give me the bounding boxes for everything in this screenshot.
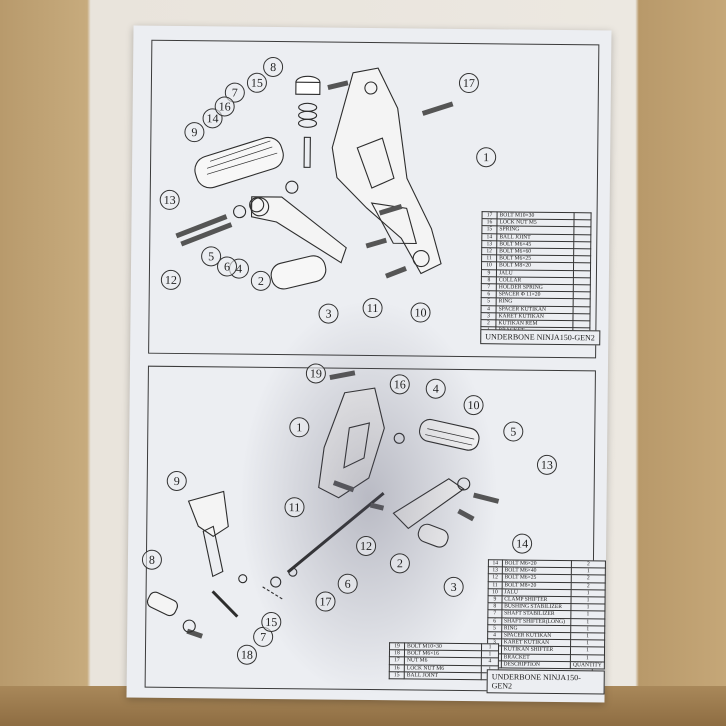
callout-s2-5: 5	[503, 421, 524, 442]
callout-s2-15: 15	[261, 611, 282, 633]
callout-16: 16	[214, 96, 235, 117]
callout-s2-1: 1	[289, 417, 310, 438]
callout-s2-9: 9	[166, 470, 187, 492]
callout-s2-16: 16	[389, 374, 410, 395]
bom-cell-desc: SHAFT SHIFTER(LONG)	[501, 617, 571, 626]
callout-s2-19: 19	[305, 363, 327, 384]
bom-cell-desc: SPACER KUTIKAN	[496, 305, 574, 314]
bom-cell-desc: SHAFT STABILIZER	[501, 610, 572, 619]
callout-8: 8	[263, 56, 284, 78]
callout-s2-4: 4	[425, 378, 446, 399]
callout-6: 6	[216, 256, 238, 277]
bom-cell-desc: SPACER Φ 11×20	[496, 291, 574, 300]
callout-s2-11: 11	[284, 497, 305, 518]
callout-s2-2: 2	[389, 553, 411, 574]
callout-s2-8: 8	[141, 549, 163, 570]
bom-cell-desc: KARET KUTIKAN	[495, 312, 574, 321]
bom-cell-desc: SPACER KUTIKAN	[501, 631, 571, 640]
callout-15: 15	[246, 72, 268, 93]
callout-s2-10: 10	[463, 394, 484, 416]
callout-s2-6: 6	[337, 573, 358, 594]
assembly-sheet: 1 2 3 4 5 6 7 8 9 10 11 12 13 14 15 16 1…	[126, 25, 612, 703]
bom-cell-no: 15	[389, 671, 405, 679]
bom-cell-desc: LOCK NUT M6	[404, 664, 482, 673]
bom-cell-desc: BUSHING STABILIZER	[501, 603, 572, 612]
callout-s2-18: 18	[236, 644, 258, 665]
bom-cell-desc: KARET KUTIKAN	[501, 639, 571, 648]
callout-1: 1	[476, 147, 497, 168]
callout-s2-14: 14	[512, 533, 533, 554]
title-block-bottom: UNDERBONE NINJA150-GEN2	[486, 669, 605, 695]
callout-s2-3: 3	[443, 576, 464, 598]
bom-row: NODESCRIPTIONQUANTITY	[487, 660, 605, 670]
callout-17: 17	[458, 72, 480, 94]
bom-cell-desc: BOLT M6×20	[502, 559, 572, 568]
bom-cell-desc: LOCK NUT M5	[496, 219, 575, 228]
title-block-top: UNDERBONE NINJA150-GEN2	[480, 329, 600, 346]
callout-s2-17: 17	[315, 591, 336, 612]
callout-12: 12	[160, 269, 181, 291]
bom-cell-desc: KUTIKAN SHIFTER	[501, 646, 571, 655]
callout-2: 2	[250, 270, 271, 291]
callout-s2-13: 13	[536, 454, 558, 475]
callout-3: 3	[318, 303, 339, 324]
bom-cell-q: QUANTITY	[570, 661, 605, 670]
bom-cell-desc: BALL JOINT	[404, 671, 482, 680]
bom-cell-desc: DESCRIPTION	[501, 660, 571, 669]
bom-cell-desc: KUTIKAN REM	[495, 319, 573, 328]
bom-cell-desc: BOLT M8×20	[501, 581, 572, 590]
bom-cell-desc: HOLDER SPRING	[496, 283, 574, 292]
callout-11: 11	[362, 297, 383, 319]
callout-13: 13	[159, 189, 180, 211]
hand-shadow	[236, 296, 501, 700]
exploded-diagram	[146, 67, 500, 639]
callout-10: 10	[410, 302, 431, 323]
callout-9: 9	[184, 122, 205, 143]
bom-cell-desc: CLAMP SHIFTER	[501, 595, 572, 604]
callout-s2-12: 12	[355, 535, 377, 557]
